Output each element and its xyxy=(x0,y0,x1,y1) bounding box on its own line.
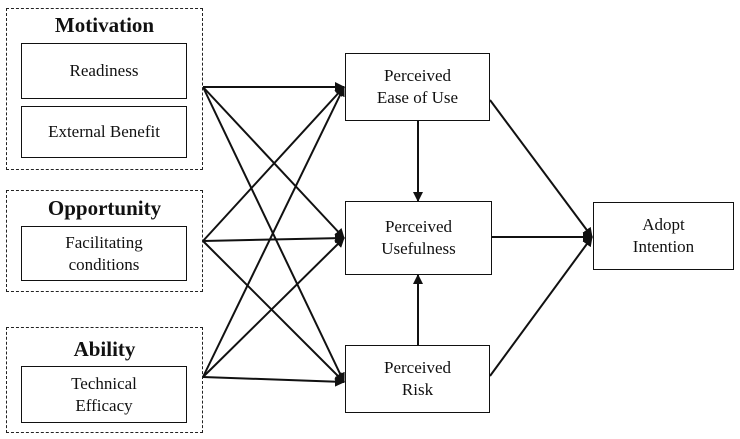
adopt-intention-box: Adopt Intention xyxy=(593,202,734,270)
readiness-box: Readiness xyxy=(21,43,187,99)
arrow-opportunity-to-usefulness xyxy=(202,233,345,244)
motivation-group: Motivation xyxy=(6,8,203,170)
arrow-opportunity-to-risk xyxy=(202,240,345,383)
external-benefit-label: External Benefit xyxy=(48,122,160,141)
arrow-ability-to-risk xyxy=(202,376,345,387)
facilitating-conditions-label: Facilitating conditions xyxy=(65,232,143,274)
readiness-label: Readiness xyxy=(69,61,139,80)
facilitating-conditions-box: Facilitating conditions xyxy=(21,226,187,281)
opportunity-title: Opportunity xyxy=(47,196,162,220)
arrow-opportunity-to-ease xyxy=(202,86,345,242)
arrow-ease-to-intention xyxy=(489,99,593,238)
external-benefit-box: External Benefit xyxy=(21,106,187,158)
perceived-risk-label: Perceived Risk xyxy=(383,358,452,399)
technical-efficacy-label: Technical Efficacy xyxy=(71,373,137,415)
technical-efficacy-box: Technical Efficacy xyxy=(21,366,187,423)
arrow-ability-to-usefulness xyxy=(202,237,345,378)
arrow-motivation-to-risk xyxy=(202,86,345,383)
motivation-title: Motivation xyxy=(54,13,155,37)
adopt-intention-label: Adopt Intention xyxy=(632,215,695,256)
ability-title: Ability xyxy=(73,337,136,361)
arrow-risk-to-intention xyxy=(489,236,593,377)
perceived-usefulness-box: Perceived Usefulness xyxy=(345,201,492,275)
opportunity-group: Opportunity xyxy=(6,190,203,292)
perceived-usefulness-label: Perceived Usefulness xyxy=(381,217,456,258)
arrow-ability-to-ease xyxy=(202,86,345,378)
perceived-risk-box: Perceived Risk xyxy=(345,345,490,413)
arrow-motivation-to-usefulness xyxy=(202,86,345,239)
ability-group: Ability xyxy=(6,327,203,433)
perceived-ease-of-use-box: Perceived Ease of Use xyxy=(345,53,490,121)
perceived-ease-of-use-label: Perceived Ease of Use xyxy=(376,66,459,107)
